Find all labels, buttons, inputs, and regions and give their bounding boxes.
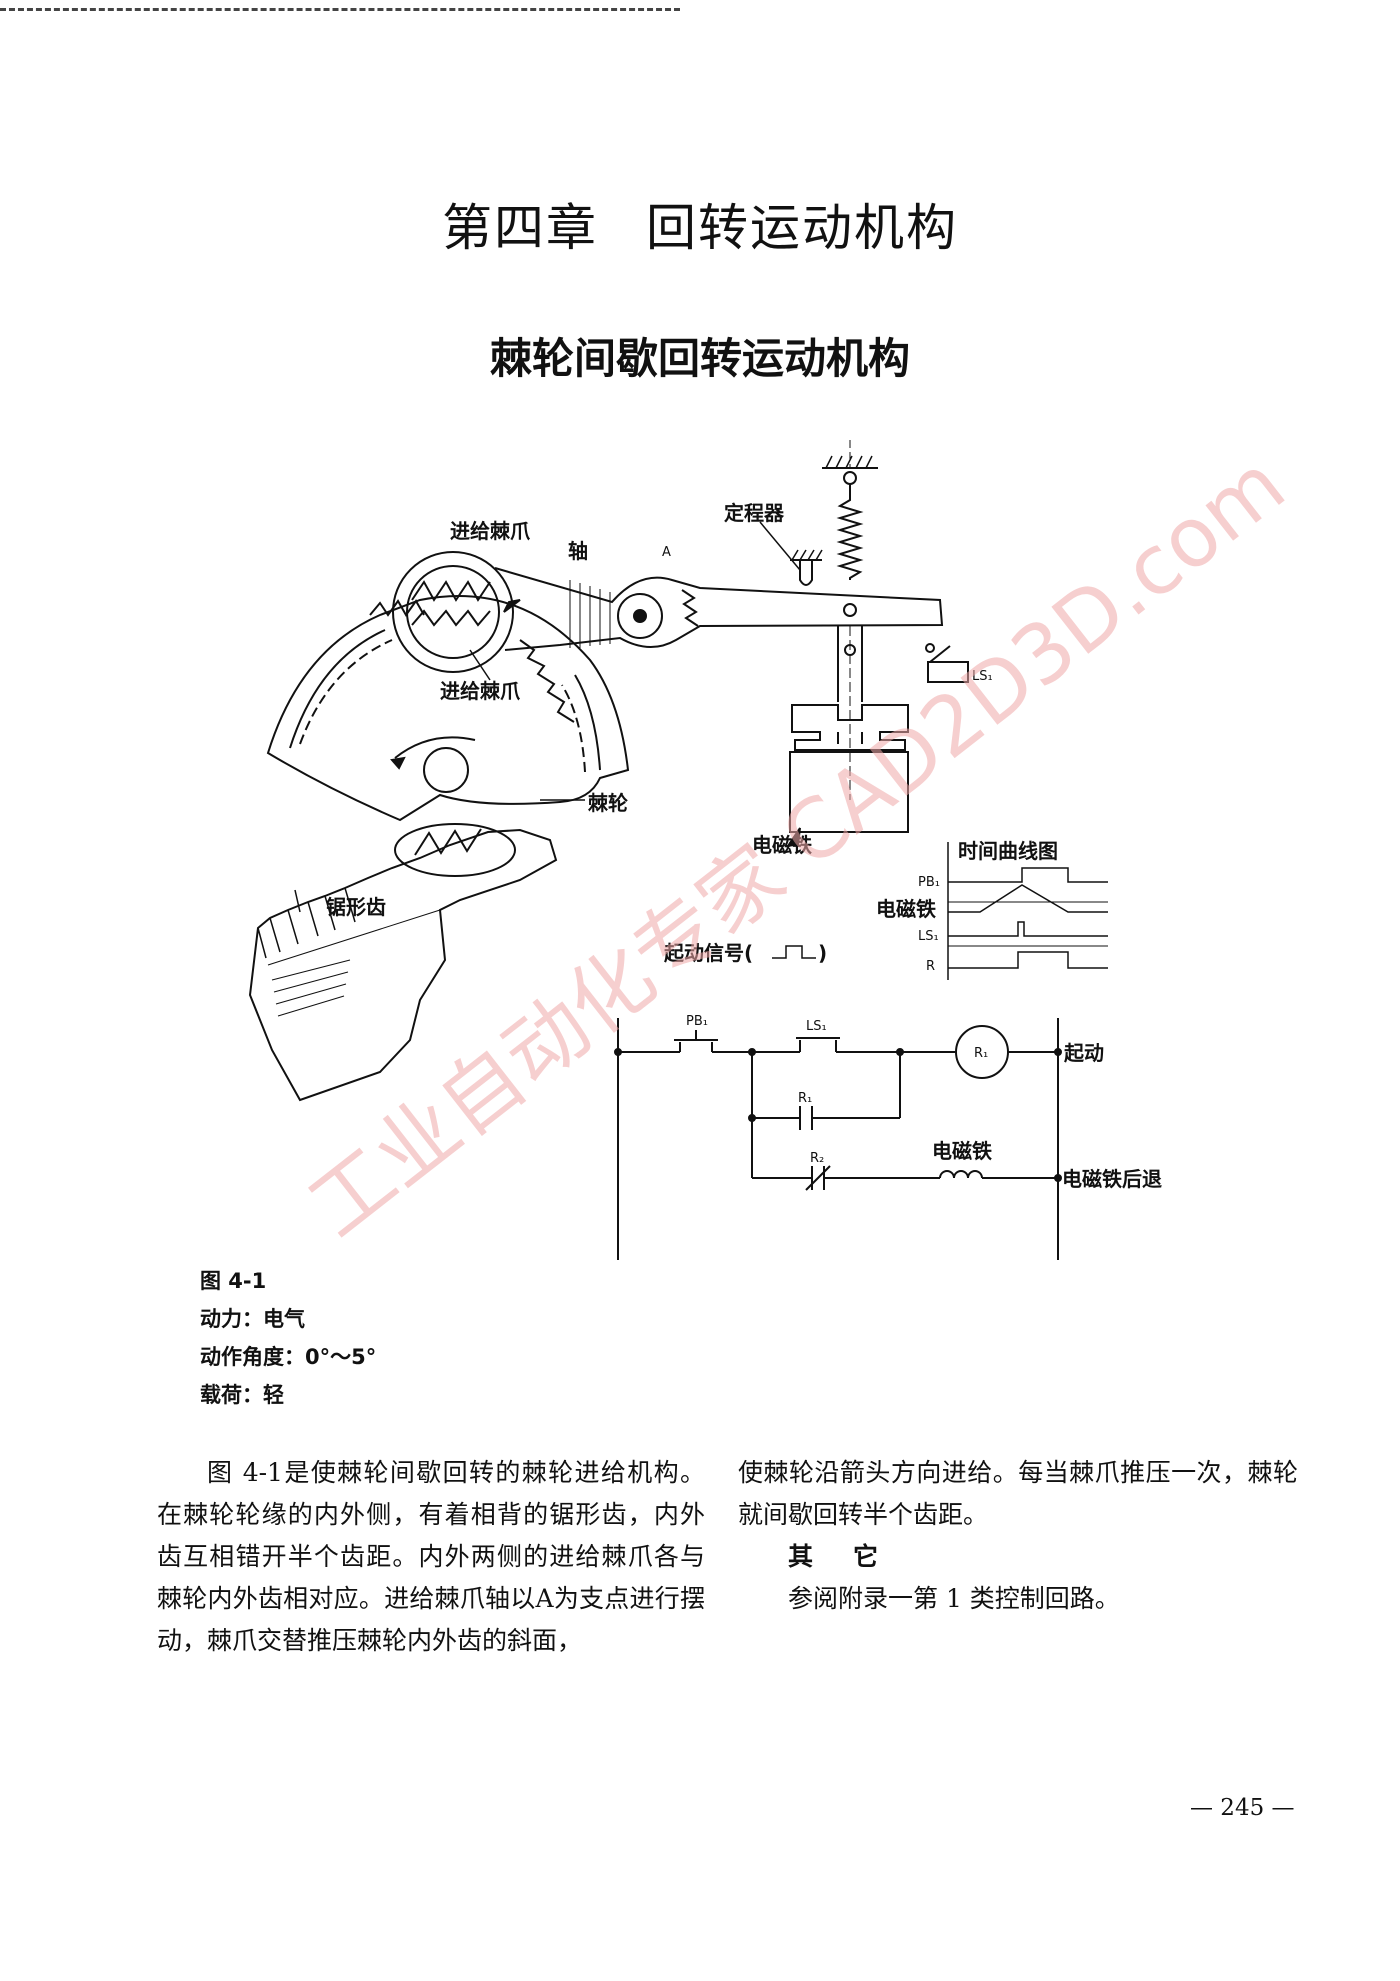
body-paragraph-left: 图 4-1是使棘轮间歇回转的棘轮进给机构。在棘轮轮缘的内外侧，有着相背的锯形齿，… <box>157 1458 705 1655</box>
label-circuit-r2-contact: R₂ <box>810 1151 824 1166</box>
control-circuit <box>614 1018 1062 1260</box>
meta-angle: 动作角度：0°～5° <box>200 1345 377 1369</box>
figure-meta: 图 4-1 动力：电气 动作角度：0°～5° 载荷：轻 <box>200 1262 376 1414</box>
meta-load: 载荷：轻 <box>200 1383 284 1407</box>
body-paragraph-right: 使棘轮沿箭头方向进给。每当棘爪推压一次，棘轮就间歇回转半个齿距。 <box>738 1458 1298 1529</box>
body-right-column: 使棘轮沿箭头方向进给。每当棘爪推压一次，棘轮就间歇回转半个齿距。 其它 参阅附录… <box>738 1452 1298 1620</box>
start-signal-pulse <box>772 945 816 959</box>
label-circuit-retreat: 电磁铁后退 <box>1062 1167 1162 1191</box>
label-circuit-ls1: LS₁ <box>806 1019 827 1034</box>
label-feed-pawl-bottom: 进给棘爪 <box>440 679 521 703</box>
stopper <box>759 521 823 586</box>
label-timing-r: R <box>926 959 935 974</box>
timing-chart: 时间曲线图 PB₁ 电磁铁 LS₁ R <box>876 839 1108 980</box>
ratchet-wheel <box>266 595 630 822</box>
chapter-title: 回转运动机构 <box>646 199 958 257</box>
label-circuit-pb1: PB₁ <box>686 1014 708 1029</box>
label-ls1: LS₁ <box>972 669 993 684</box>
label-feed-pawl-top: 进给棘爪 <box>450 519 531 543</box>
section-title: 棘轮间歇回转运动机构 <box>489 334 910 383</box>
label-timing-ls1: LS₁ <box>918 929 939 944</box>
label-circuit-magnet: 电磁铁 <box>932 1139 992 1163</box>
label-timing-pb1: PB₁ <box>918 875 940 890</box>
feed-pawl-arm <box>392 551 944 673</box>
label-ratchet: 棘轮 <box>588 791 628 815</box>
label-start-signal: 起动信号( <box>663 941 753 965</box>
rim-teeth <box>519 639 575 723</box>
figure-number: 图 4-1 <box>200 1269 267 1293</box>
chapter-heading: 第四章回转运动机构 <box>0 188 1400 260</box>
page-number: — 245 — <box>1190 1795 1295 1821</box>
spring-column <box>785 440 909 848</box>
mechanism-figure: LS₁ 进给棘爪 轴 A 定程器 进给棘爪 棘轮 电磁铁 锯形齿 起动信号( )… <box>248 440 1303 1260</box>
other-heading: 其它 <box>788 1542 919 1571</box>
label-circuit-r1-contact: R₁ <box>798 1091 812 1106</box>
label-circuit-start: 起动 <box>1063 1041 1104 1065</box>
chapter-number: 第四章 <box>442 199 598 257</box>
top-dashed-rule <box>0 8 680 11</box>
label-stopper: 定程器 <box>724 501 785 525</box>
limit-switch-ls1: LS₁ <box>925 643 993 684</box>
label-point-a: A <box>662 545 671 560</box>
label-start-signal-close: ) <box>818 941 827 965</box>
label-timing-title: 时间曲线图 <box>958 839 1058 863</box>
label-circuit-r1-coil: R₁ <box>974 1046 988 1061</box>
label-magnet: 电磁铁 <box>752 833 812 857</box>
meta-power: 动力：电气 <box>200 1307 305 1331</box>
saw-teeth-detail <box>248 823 558 1102</box>
label-shaft: 轴 <box>568 539 588 563</box>
body-left-column: 图 4-1是使棘轮间歇回转的棘轮进给机构。在棘轮轮缘的内外侧，有着相背的锯形齿，… <box>157 1452 705 1662</box>
other-text: 参阅附录一第 1 类控制回路。 <box>788 1584 1120 1613</box>
label-saw-teeth: 锯形齿 <box>326 895 386 919</box>
label-timing-magnet: 电磁铁 <box>876 897 936 921</box>
